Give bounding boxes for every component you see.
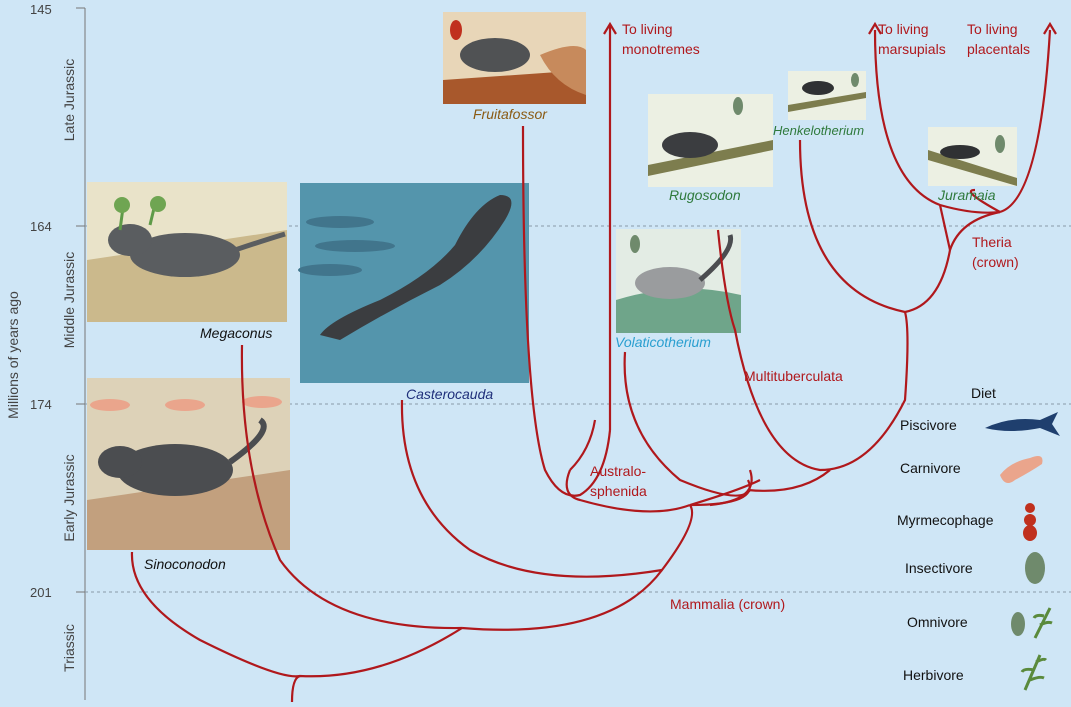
label-fruitafossor: Fruitafossor [473,106,548,122]
time-axis [76,8,85,700]
label-henkelotherium: Henkelotherium [773,123,864,138]
period-early-jurassic: Early Jurassic [61,454,77,541]
piscivore-icon [985,412,1060,436]
label-monotremes-1: To living [622,21,673,37]
legend-myrmecophage: Myrmecophage [897,512,994,528]
label-casterocauda: Casterocauda [406,386,493,402]
tick-174: 174 [30,397,52,412]
label-juramaia: Juramaia [937,187,996,203]
axis-title: Millions of years ago [5,291,21,419]
tick-145: 145 [30,2,52,17]
period-triassic: Triassic [61,624,77,672]
casterocauda-illustration [298,183,529,383]
tree-branches [132,24,1056,702]
herbivore-icon [1022,655,1046,690]
label-multituberculata: Multituberculata [744,368,843,384]
label-volaticotherium: Volaticotherium [615,334,711,350]
fruitafossor-illustration [443,12,586,104]
label-mammalia: Mammalia (crown) [670,596,785,612]
label-sinoconodon: Sinoconodon [144,556,226,572]
label-megaconus: Megaconus [200,325,272,341]
legend-title: Diet [971,385,996,401]
carnivore-icon [1000,456,1043,483]
legend-piscivore: Piscivore [900,417,957,433]
legend-insectivore: Insectivore [905,560,973,576]
sinoconodon-illustration [87,378,290,550]
juramaia-illustration [928,127,1017,186]
insectivore-icon [1025,552,1045,584]
omnivore-bug-icon [1011,612,1025,636]
myrmecophage-icon [1023,503,1037,541]
label-monotremes-2: monotremes [622,41,700,57]
omnivore-leaf-icon [1034,608,1052,638]
tick-201: 201 [30,585,52,600]
rugosodon-illustration [648,94,773,187]
label-rugosodon: Rugosodon [669,187,741,203]
volaticotherium-illustration [616,229,741,333]
label-australosphenida-2: sphenida [590,483,647,499]
label-marsupials-1: To living [878,21,929,37]
period-late-jurassic: Late Jurassic [61,59,77,141]
megaconus-illustration [87,182,287,322]
label-placentals-1: To living [967,21,1018,37]
legend-herbivore: Herbivore [903,667,964,683]
label-australosphenida-1: Australo- [590,463,646,479]
label-placentals-2: placentals [967,41,1030,57]
tick-164: 164 [30,219,52,234]
label-marsupials-2: marsupials [878,41,946,57]
label-theria-2: (crown) [972,254,1019,270]
label-theria-1: Theria [972,234,1012,250]
legend-carnivore: Carnivore [900,460,961,476]
diet-legend: Diet Piscivore Carnivore Myrmecophage In… [897,385,1060,690]
legend-omnivore: Omnivore [907,614,968,630]
henkelotherium-illustration [788,71,866,120]
period-middle-jurassic: Middle Jurassic [61,252,77,348]
